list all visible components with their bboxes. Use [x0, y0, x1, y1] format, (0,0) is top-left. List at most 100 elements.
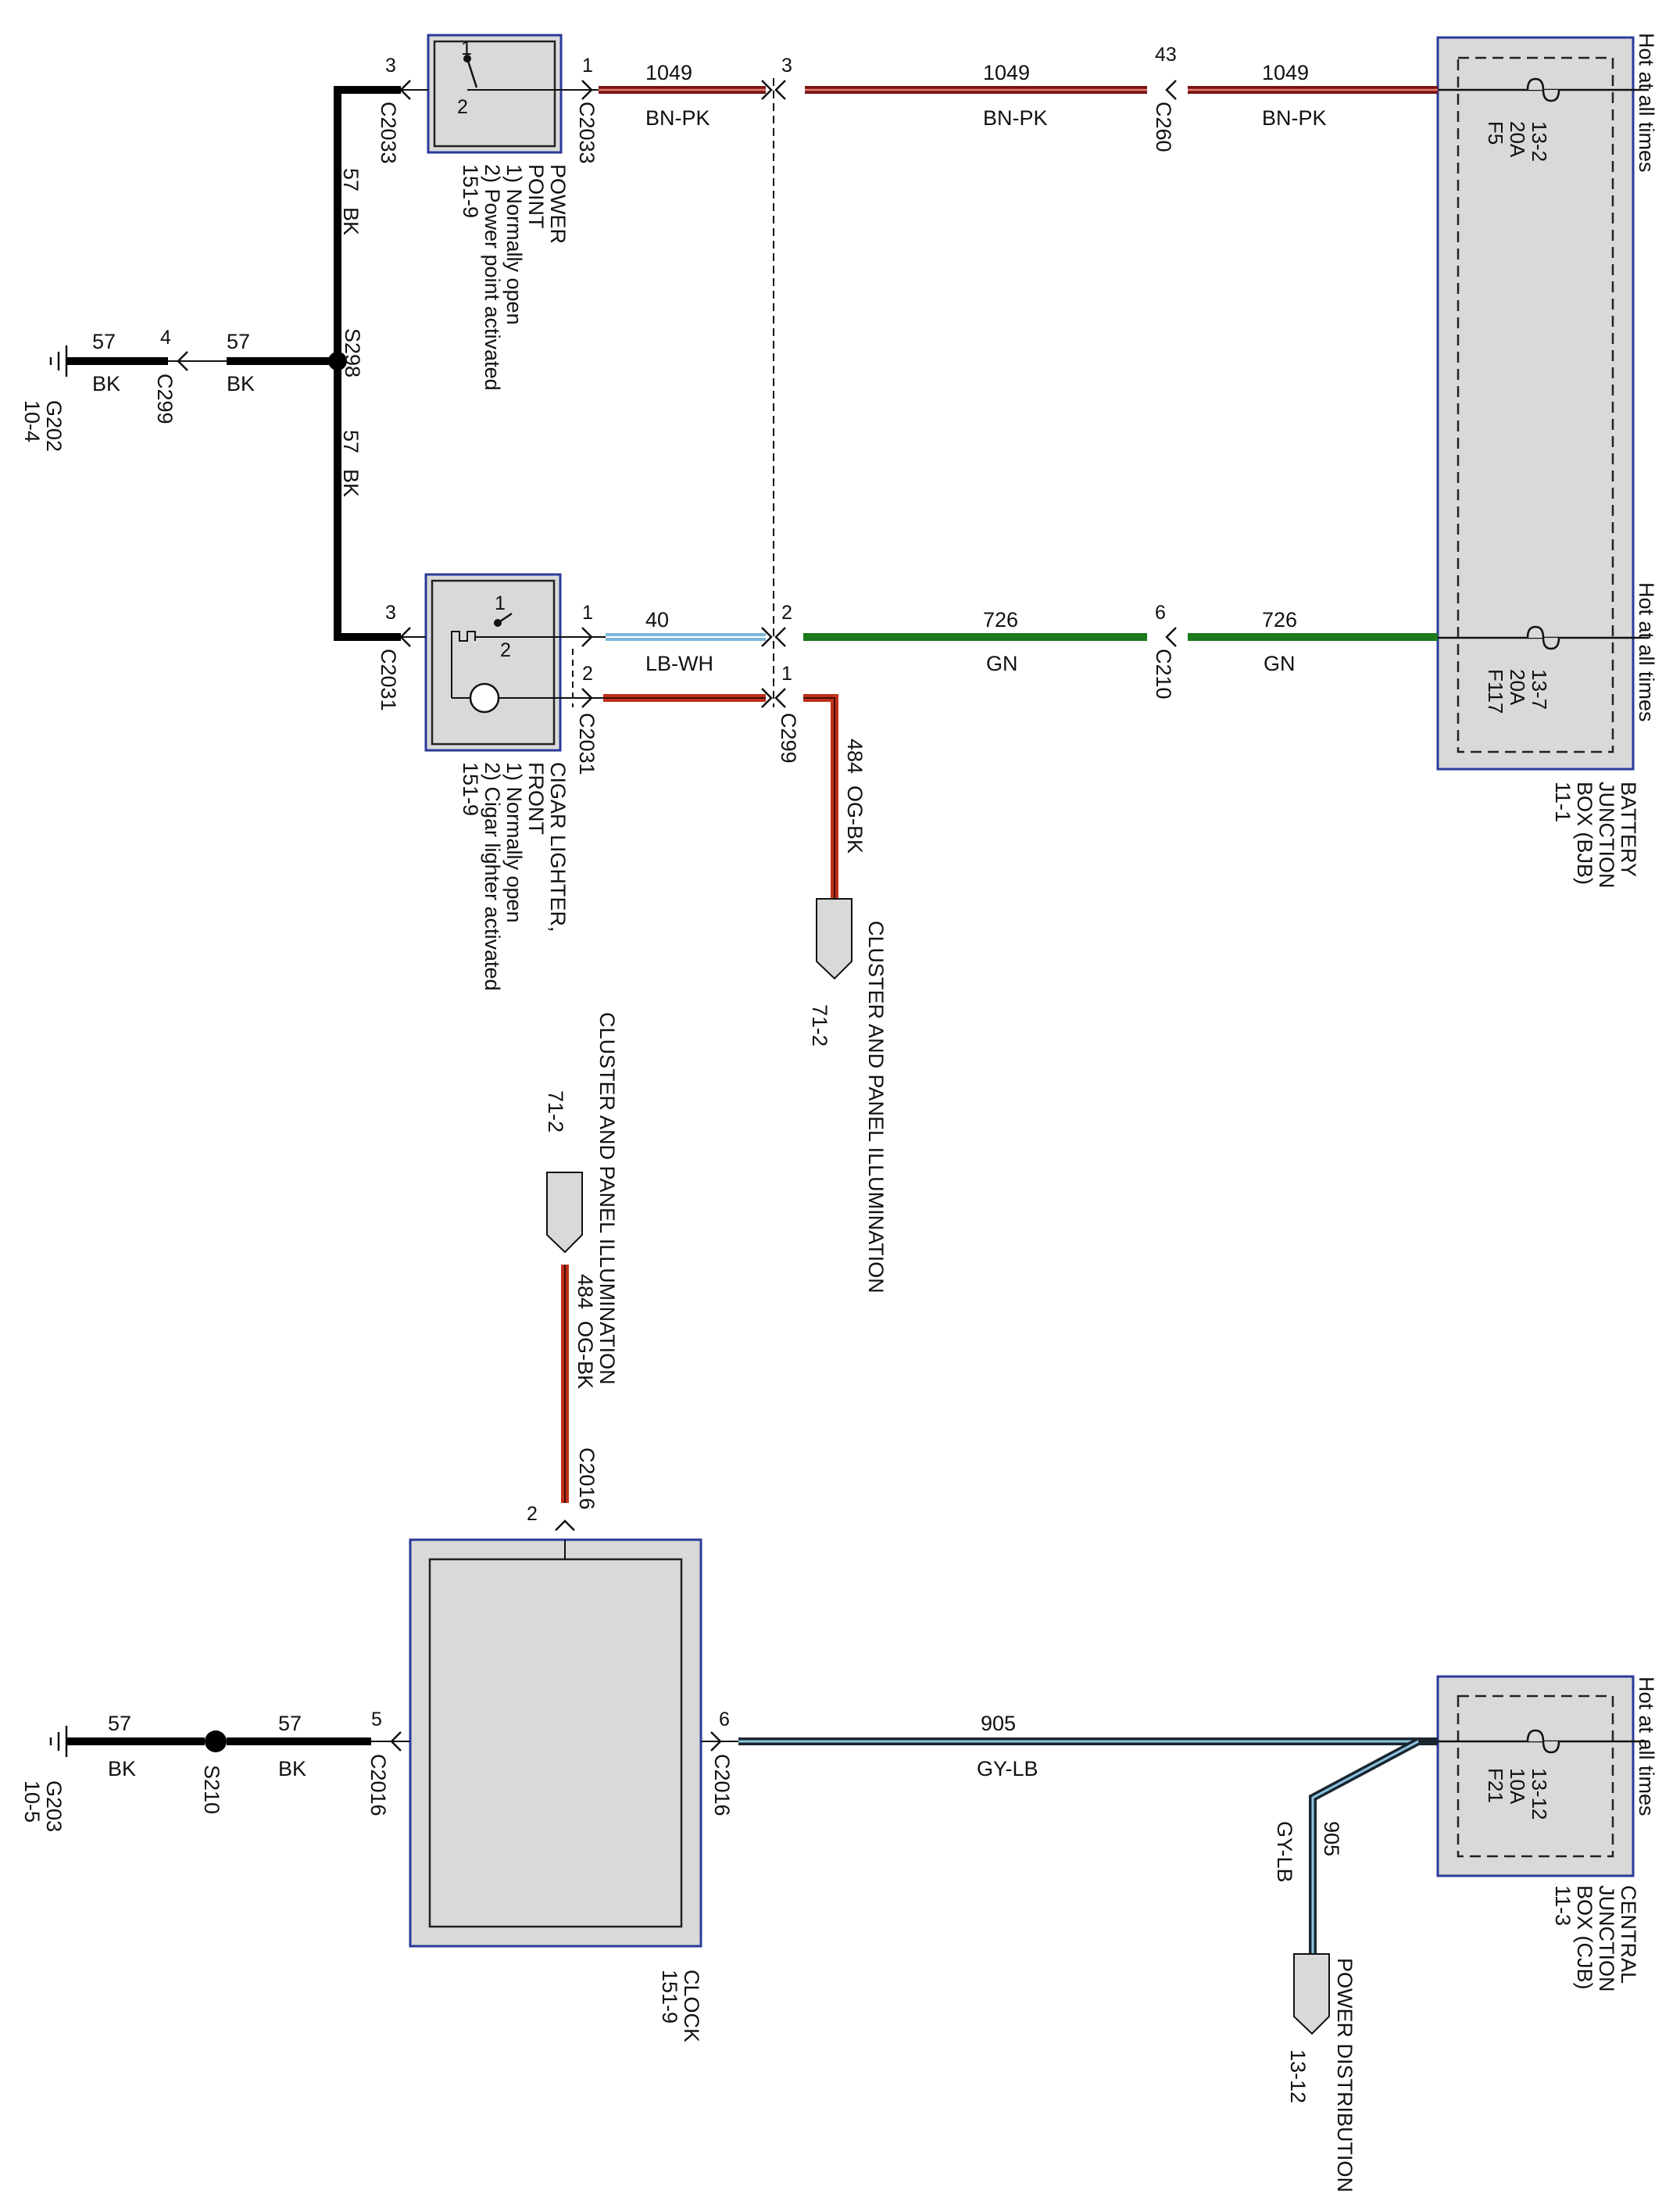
- fuse-f5-rating: 20A: [1506, 121, 1529, 158]
- cjb-name-4: 11-3: [1551, 1885, 1575, 1926]
- cluster-ref-lower-label: CLUSTER AND PANEL ILLUMINATION: [595, 1012, 619, 1385]
- wire-57-cb-num: 57: [278, 1712, 302, 1735]
- bjb-name-1: BATTERY: [1617, 782, 1640, 877]
- ground-g202-id: G202: [42, 400, 66, 452]
- wire-1049-b-num: 1049: [983, 61, 1030, 84]
- pp-pin-1: 1: [461, 38, 472, 59]
- cl-desc-1: CIGAR LIGHTER,: [546, 762, 570, 932]
- pp-desc-1: POWER: [546, 164, 570, 244]
- bjb-hot-label-bottom: Hot at all times: [1635, 582, 1658, 722]
- c299-pin-1: 1: [781, 663, 792, 685]
- c2016-right: C2016: [710, 1754, 734, 1816]
- lighter-heater-icon: [469, 682, 500, 714]
- fuse-f117-id: F117: [1484, 669, 1507, 714]
- battery-junction-box: F5 20A 13-2 F117 20A 13-7 Hot at all tim…: [1436, 33, 1658, 889]
- c210-label: C210: [1152, 649, 1175, 700]
- c2031-left-pin: 3: [385, 602, 396, 624]
- pp-desc-5: 151-9: [459, 164, 482, 218]
- fuse-f21-icon: [1526, 1729, 1560, 1754]
- wire-57-vt-num: 57: [339, 168, 363, 191]
- c299-ground-pin: 4: [160, 327, 171, 349]
- wire-484-top: [560, 694, 838, 899]
- c2016-left-pin: 5: [371, 1709, 382, 1730]
- power-point-switch: 1 2 POWER POINT 1) Normally open 2) Powe…: [427, 34, 570, 391]
- wire-57-ga-color: BK: [92, 372, 120, 395]
- ground-g203-page: 10-5: [20, 1780, 44, 1823]
- wire-726-b-num: 726: [1262, 608, 1297, 632]
- wire-57-gb-color: BK: [227, 372, 255, 395]
- wire-905: [701, 1737, 1438, 2035]
- wire-40-color: LB-WH: [645, 652, 713, 675]
- wire-1049-a-color: BN-PK: [645, 106, 710, 130]
- clock-module: CLOCK 151-9: [409, 1538, 703, 2042]
- pp-desc-2: POINT: [524, 164, 548, 229]
- splice-s298: S298: [341, 328, 364, 378]
- ground-g203-icon: [49, 1726, 68, 1757]
- wire-1049: [561, 86, 1438, 94]
- cl-desc-3: 1) Normally open: [502, 762, 526, 923]
- cl-desc-5: 151-9: [459, 762, 482, 816]
- wire-484-a-num: 484: [843, 739, 867, 774]
- wire-905-color: GY-LB: [977, 1757, 1038, 1780]
- cl-pin-1: 1: [495, 592, 506, 614]
- c2033-right-pin: 1: [582, 55, 593, 77]
- c299-pin-3: 3: [781, 55, 792, 77]
- c260-label: C260: [1152, 102, 1175, 152]
- c2033-right: C2033: [575, 102, 599, 164]
- wire-57-vt-color: BK: [339, 207, 363, 235]
- ground-g203-id: G203: [42, 1780, 66, 1832]
- pp-pin-2: 2: [457, 96, 468, 118]
- fuse-f5-page: 13-2: [1528, 121, 1551, 162]
- ground-g202-page: 10-4: [20, 400, 44, 442]
- fuse-f117-icon: [1526, 625, 1560, 650]
- c2031-right: C2031: [575, 713, 599, 775]
- c299-ground: C299: [153, 374, 177, 424]
- wire-57-ca-num: 57: [108, 1712, 131, 1735]
- central-junction-box: F21 10A 13-12 Hot at all times CENTRAL J…: [1436, 1675, 1658, 1992]
- c2033-left: C2033: [377, 102, 400, 164]
- wire-1049-b-color: BN-PK: [983, 106, 1048, 130]
- cjb-hot-label: Hot at all times: [1635, 1677, 1658, 1816]
- wire-726-b-color: GN: [1264, 652, 1296, 675]
- wire-484-b-color: OG-BK: [574, 1321, 597, 1389]
- c299-pin-2: 2: [781, 602, 792, 624]
- bjb-hot-label-top: Hot at all times: [1635, 33, 1658, 173]
- splice-s210-dot: [205, 1730, 227, 1752]
- fuse-f117-rating: 20A: [1506, 669, 1529, 706]
- wire-57-cb-color: BK: [278, 1757, 306, 1780]
- wire-484-bottom: [546, 1172, 583, 1503]
- cl-desc-2: FRONT: [524, 762, 548, 835]
- bjb-name-3: BOX (BJB): [1573, 782, 1596, 885]
- wire-57-clock-bk: [66, 1730, 410, 1752]
- power-dist-label: POWER DISTRIBUTION: [1333, 1958, 1357, 2192]
- cjb-name-1: CENTRAL: [1617, 1885, 1640, 1984]
- wire-57-top-bk: [66, 86, 428, 641]
- c2031-right-pin2: 2: [582, 663, 593, 685]
- fuse-f117-page: 13-7: [1528, 669, 1551, 710]
- cluster-ref-lower-page: 71-2: [544, 1090, 567, 1133]
- c2016-right-pin: 6: [719, 1709, 730, 1730]
- cluster-ref-upper: CLUSTER AND PANEL ILLUMINATION 71-2: [808, 898, 888, 1294]
- wire-57-vb-num: 57: [339, 430, 363, 453]
- wire-484-b-num: 484: [574, 1274, 597, 1309]
- c2016-top: C2016: [575, 1448, 599, 1510]
- wire-40-num: 40: [645, 608, 669, 632]
- fuse-f21-id: F21: [1484, 1768, 1507, 1803]
- fuse-f5-id: F5: [1484, 121, 1507, 145]
- pp-desc-4: 2) Power point activated: [481, 164, 504, 391]
- wire-726-a-num: 726: [983, 608, 1018, 632]
- c2031-right-pin1: 1: [582, 602, 593, 624]
- wire-905-v-color: GY-LB: [1273, 1821, 1296, 1883]
- fuse-f21-page: 13-12: [1528, 1768, 1551, 1820]
- wire-1049-c-num: 1049: [1262, 61, 1309, 84]
- bjb-name-4: 11-1: [1551, 782, 1575, 822]
- wire-1049-c-color: BN-PK: [1262, 106, 1327, 130]
- cjb-name-2: JUNCTION: [1595, 1885, 1618, 1992]
- connector-chevrons: [177, 80, 1177, 1752]
- fuse-f5-icon: [1526, 77, 1560, 102]
- wire-726-a-color: GN: [986, 652, 1018, 675]
- wire-57-vb-color: BK: [339, 469, 363, 497]
- power-dist-page: 13-12: [1286, 2049, 1310, 2103]
- c2016-left: C2016: [366, 1754, 390, 1816]
